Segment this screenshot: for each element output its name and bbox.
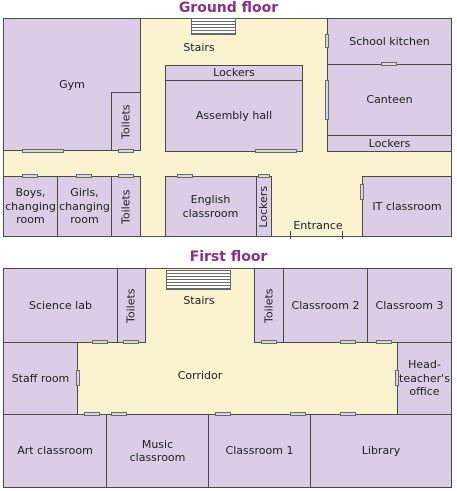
room-assembly-hall: Assembly hall (165, 80, 303, 152)
room-school-kitchen: School kitchen (327, 18, 452, 65)
door-toilets-bottom (118, 174, 134, 178)
door-assembly-hall (255, 149, 297, 153)
door-classroom-1-right (290, 412, 306, 416)
room-label: Toilets (119, 189, 133, 224)
room-toilets-ground-bottom: Toilets (111, 176, 141, 237)
room-label: Art classroom (17, 444, 93, 458)
door-it-classroom (360, 184, 364, 200)
first-floor-title: First floor (189, 249, 268, 265)
door-classroom-1 (215, 412, 231, 416)
room-music-classroom: Music classroom (106, 414, 209, 488)
door-school-kitchen (325, 34, 329, 48)
door-staff-room (76, 370, 80, 386)
door-classroom-2 (340, 340, 356, 344)
door-boys-changing (22, 174, 38, 178)
stairs-first (166, 270, 231, 290)
room-label: Toilets (119, 104, 133, 139)
room-label: Girls, changing room (59, 186, 110, 227)
door-head-office (395, 370, 399, 386)
room-lockers-bottom: Lockers (256, 176, 272, 237)
room-classroom-1: Classroom 1 (208, 414, 311, 488)
room-boys-changing: Boys, changing room (3, 176, 58, 237)
door-music-classroom (111, 412, 127, 416)
door-toilets-first-right (261, 340, 277, 344)
stairs-ground (191, 18, 236, 35)
room-classroom-3: Classroom 3 (367, 268, 452, 343)
room-label: Science lab (29, 298, 92, 312)
room-canteen: Canteen (327, 64, 452, 136)
door-science-lab (92, 340, 108, 344)
stairs-first-label: Stairs (183, 294, 215, 307)
room-art-classroom: Art classroom (3, 414, 107, 488)
room-science-lab: Science lab (3, 268, 118, 343)
room-lockers-top: Lockers (165, 65, 303, 81)
door-toilets-left (118, 149, 134, 153)
door-girls-changing (76, 174, 92, 178)
room-staff-room: Staff room (3, 342, 78, 415)
room-label: Library (361, 444, 401, 458)
room-label: Classroom 3 (375, 298, 444, 312)
room-label: Boys, changing room (5, 186, 56, 227)
entrance-marker-right (342, 231, 343, 239)
room-label: Head- teacher's office (399, 358, 450, 399)
door-classroom-3 (376, 340, 392, 344)
room-gym: Gym (3, 18, 141, 151)
room-label: Music classroom (129, 437, 186, 464)
room-label: Gym (59, 77, 85, 91)
room-label: IT classroom (372, 199, 442, 213)
room-label: Assembly hall (195, 109, 273, 123)
room-it-classroom: IT classroom (362, 176, 452, 237)
room-toilets-ground-left: Toilets (111, 92, 141, 151)
stairs-ground-label: Stairs (183, 41, 215, 54)
room-label: Lockers (213, 66, 255, 80)
door-kitchen-canteen (381, 62, 397, 66)
entrance-label: Entrance (293, 219, 343, 232)
door-library (340, 412, 356, 416)
room-library: Library (310, 414, 452, 488)
room-label: Toilets (262, 288, 276, 323)
room-label: School kitchen (349, 34, 430, 48)
room-label: Staff room (11, 371, 70, 385)
room-label: Canteen (366, 93, 413, 107)
door-gym (22, 149, 64, 153)
entrance-marker-left (290, 231, 291, 239)
door-toilets-first-left (123, 340, 139, 344)
corridor-label: Corridor (177, 369, 223, 382)
room-label: Classroom 2 (291, 298, 360, 312)
room-label: Toilets (124, 288, 138, 323)
room-toilets-first-right: Toilets (254, 268, 284, 343)
room-toilets-first-left: Toilets (117, 268, 146, 343)
room-label: Classroom 1 (225, 444, 294, 458)
room-girls-changing: Girls, changing room (57, 176, 112, 237)
room-label: English classroom (182, 193, 239, 220)
door-english-classroom (177, 174, 193, 178)
room-label: Lockers (257, 185, 271, 228)
room-label: Lockers (368, 136, 411, 150)
room-classroom-2: Classroom 2 (283, 268, 368, 343)
door-lockers-bottom (258, 174, 270, 178)
door-art-classroom (84, 412, 100, 416)
room-lockers-right: Lockers (327, 135, 452, 152)
door-canteen (325, 80, 329, 120)
ground-floor-title: Ground floor (178, 0, 279, 16)
room-head-office: Head- teacher's office (397, 342, 452, 415)
